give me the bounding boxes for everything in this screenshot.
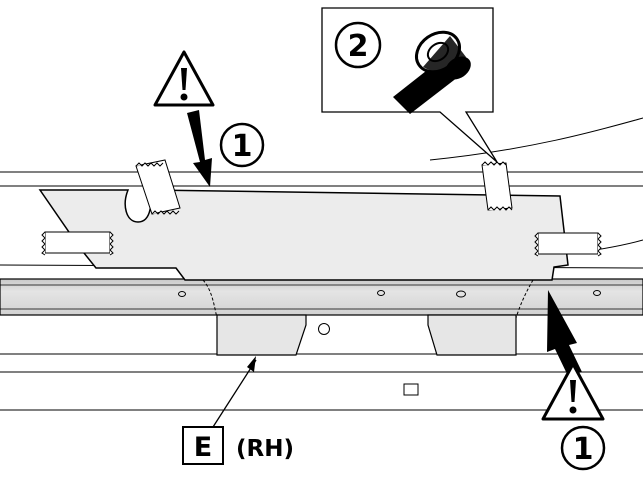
- step-number-circle-top: 1: [219, 122, 265, 168]
- tape-strip-top-right: [481, 161, 513, 211]
- rail-hole: [178, 291, 186, 297]
- part-e-leader-line: [212, 359, 257, 428]
- rail-hole: [377, 290, 385, 296]
- up-arrow-right: [547, 290, 582, 376]
- step-number-circle-bottom: 1: [560, 425, 606, 471]
- floor-plug: [403, 383, 419, 396]
- step-number-circle-tape: 2: [334, 21, 382, 69]
- part-e-leader-arrowhead: [247, 356, 256, 372]
- part-e-brackets: [216, 314, 517, 356]
- svg-text:(RH): (RH): [236, 436, 294, 462]
- rail-hole: [456, 290, 466, 298]
- warning-triangle-icon: [153, 50, 215, 107]
- side-sill-rail: [0, 278, 643, 316]
- tape-callout-box: 2: [321, 7, 498, 163]
- svg-text:2: 2: [348, 29, 369, 64]
- warning-triangle-icon: [541, 362, 605, 421]
- svg-text:1: 1: [573, 432, 594, 467]
- rail-hole: [593, 290, 601, 296]
- down-arrow-left: [187, 110, 212, 187]
- tape-strip-right: [534, 232, 602, 257]
- floor-hole: [318, 323, 330, 335]
- svg-text:E: E: [194, 432, 212, 463]
- tape-strip-left-horizontal: [41, 231, 114, 256]
- part-e-label: E (RH): [182, 426, 294, 465]
- svg-text:1: 1: [232, 129, 253, 164]
- tape-roll-icon: [393, 30, 471, 114]
- tape-strip-left-vertical: [135, 159, 181, 215]
